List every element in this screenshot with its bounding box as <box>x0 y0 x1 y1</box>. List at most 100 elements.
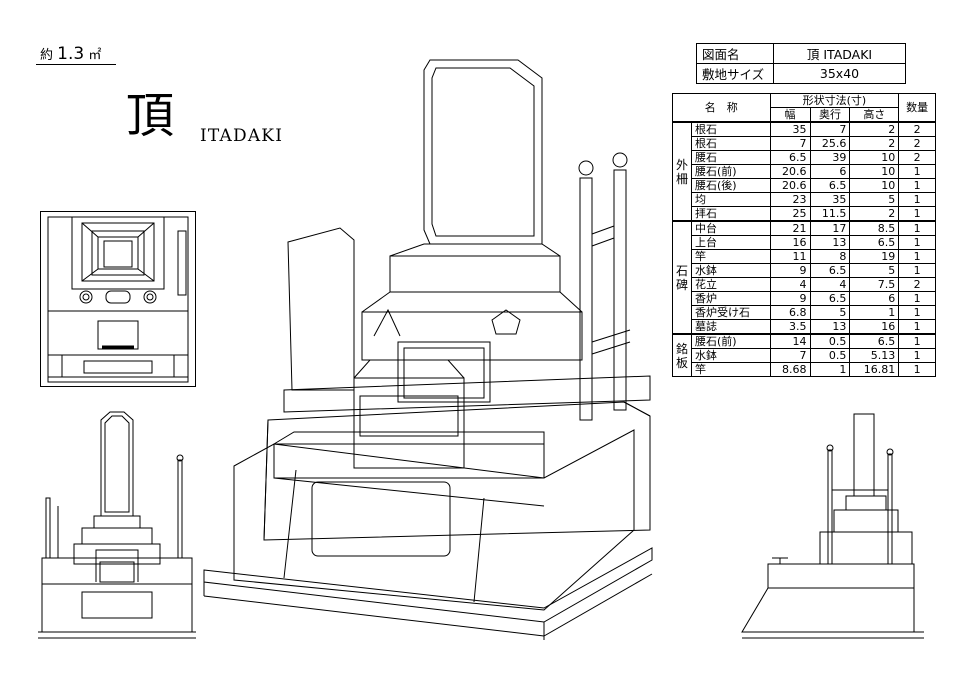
area-underline <box>36 64 116 65</box>
product-title-kanji: 頂 <box>126 88 175 144</box>
perspective-view <box>204 60 654 640</box>
qty-value: 2 <box>898 150 936 165</box>
height-value: 6.5 <box>849 235 900 250</box>
depth-value: 17 <box>809 220 851 236</box>
qty-value: 1 <box>898 362 936 377</box>
depth-value: 0.5 <box>809 348 851 363</box>
width-value: 6.5 <box>769 150 811 165</box>
area-value: 1.3 <box>57 44 85 64</box>
qty-value: 2 <box>898 277 936 292</box>
qty-value: 1 <box>898 305 936 320</box>
height-value: 10 <box>849 178 900 193</box>
qty-value: 2 <box>898 121 936 137</box>
part-name: 根石 <box>691 121 771 137</box>
width-value: 14 <box>769 333 811 349</box>
part-name: 竿 <box>691 362 771 377</box>
width-value: 9 <box>769 291 811 306</box>
height-value: 5 <box>849 192 900 207</box>
width-value: 20.6 <box>769 164 811 179</box>
depth-value: 0.5 <box>809 333 851 349</box>
qty-value: 1 <box>898 348 936 363</box>
part-name: 上台 <box>691 235 771 250</box>
part-name: 腰石(後) <box>691 178 771 193</box>
width-value: 11 <box>769 249 811 264</box>
info-row: 図面名頂 ITADAKI <box>696 43 906 64</box>
height-value: 1 <box>849 305 900 320</box>
qty-value: 1 <box>898 220 936 236</box>
part-name: 中台 <box>691 220 771 236</box>
site-area-label: 約 1.3 ㎡ <box>40 44 101 64</box>
qty-value: 2 <box>898 136 936 151</box>
width-value: 7 <box>769 136 811 151</box>
info-label: 敷地サイズ <box>696 63 774 84</box>
qty-value: 1 <box>898 263 936 278</box>
qty-value: 1 <box>898 249 936 264</box>
height-value: 2 <box>849 206 900 222</box>
height-value: 8.5 <box>849 220 900 236</box>
depth-value: 6 <box>809 164 851 179</box>
product-title-roman: ITADAKI <box>200 126 284 146</box>
qty-value: 1 <box>898 333 936 349</box>
depth-value: 13 <box>809 319 851 335</box>
col-qty-header: 数量 <box>898 93 936 123</box>
height-value: 10 <box>849 150 900 165</box>
part-name: 花立 <box>691 277 771 292</box>
height-value: 16 <box>849 319 900 335</box>
dimensions-header: 形状寸法(寸) <box>769 93 900 108</box>
part-name: 腰石(前) <box>691 164 771 179</box>
part-name: 水鉢 <box>691 348 771 363</box>
area-prefix: 約 <box>40 48 54 63</box>
height-value: 5.13 <box>849 348 900 363</box>
front-elevation-view <box>38 410 196 642</box>
height-value: 2 <box>849 121 900 137</box>
part-name: 腰石(前) <box>691 333 771 349</box>
width-value: 9 <box>769 263 811 278</box>
depth-value: 4 <box>809 277 851 292</box>
depth-value: 6.5 <box>809 291 851 306</box>
depth-value: 11.5 <box>809 206 851 222</box>
width-value: 16 <box>769 235 811 250</box>
width-value: 20.6 <box>769 178 811 193</box>
qty-value: 1 <box>898 206 936 222</box>
col-width-header: 幅 <box>769 107 811 123</box>
qty-value: 1 <box>898 319 936 335</box>
qty-value: 1 <box>898 192 936 207</box>
info-value: 35x40 <box>773 63 906 84</box>
depth-value: 13 <box>809 235 851 250</box>
height-value: 19 <box>849 249 900 264</box>
group-label: 石碑 <box>672 220 692 335</box>
col-height-header: 高さ <box>849 107 900 123</box>
group-label: 銘板 <box>672 333 692 377</box>
depth-value: 6.5 <box>809 263 851 278</box>
qty-value: 1 <box>898 235 936 250</box>
width-value: 35 <box>769 121 811 137</box>
part-name: 香炉受け石 <box>691 305 771 320</box>
depth-value: 1 <box>809 362 851 377</box>
depth-value: 5 <box>809 305 851 320</box>
width-value: 23 <box>769 192 811 207</box>
part-name: 水鉢 <box>691 263 771 278</box>
part-name: 均 <box>691 192 771 207</box>
qty-value: 1 <box>898 178 936 193</box>
height-value: 6 <box>849 291 900 306</box>
part-name: 拝石 <box>691 206 771 222</box>
width-value: 25 <box>769 206 811 222</box>
